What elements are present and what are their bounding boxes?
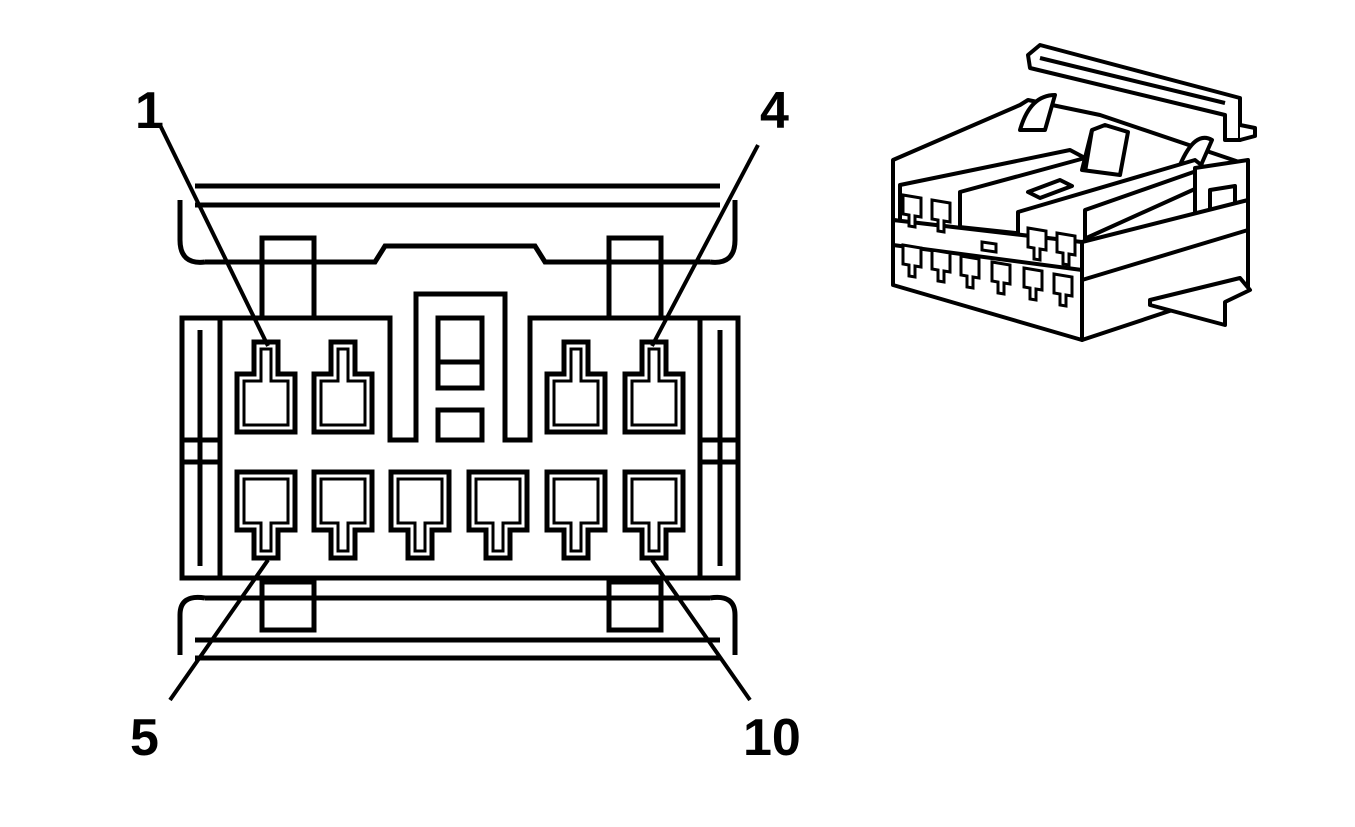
iso-cavity-upper-2	[930, 198, 952, 234]
callout-pin-5: 5	[130, 709, 159, 767]
center-lock-tab	[435, 315, 485, 443]
iso-cavity-lower-5	[901, 243, 923, 279]
side-flange-left	[179, 315, 223, 581]
leader-line-10	[650, 558, 752, 702]
terminal-cavity-upper-1	[234, 339, 298, 435]
iso-cavity-upper-1	[901, 193, 923, 229]
iso-cavity-upper-3	[1026, 226, 1048, 262]
lower-latch-left	[259, 579, 317, 633]
iso-center-slot	[980, 240, 998, 254]
iso-cavity-lower-7	[959, 254, 981, 290]
terminal-cavity-upper-2	[311, 339, 375, 435]
terminal-cavity-lower-9	[544, 469, 608, 561]
connector-housing	[217, 291, 703, 581]
upper-latch-right	[606, 235, 664, 321]
iso-cavity-upper-4	[1055, 231, 1077, 267]
callout-pin-1: 1	[135, 82, 164, 140]
leader-line-4	[650, 144, 760, 347]
isometric-cavities	[901, 193, 1077, 308]
iso-cavity-lower-10	[1052, 272, 1074, 308]
callout-pin-10: 10	[743, 709, 801, 767]
connector-front-view	[158, 124, 760, 702]
callout-pin-4: 4	[760, 82, 789, 140]
side-flange-right	[697, 315, 741, 581]
top-rail	[177, 183, 738, 265]
leader-line-5	[168, 558, 270, 702]
terminal-cavity-upper-4	[622, 339, 686, 435]
upper-cavities	[234, 339, 686, 435]
leader-line-1	[158, 124, 270, 347]
terminal-cavity-lower-5	[234, 469, 298, 561]
terminal-cavity-upper-3	[544, 339, 608, 435]
terminal-cavity-lower-6	[311, 469, 375, 561]
terminal-cavity-lower-8	[466, 469, 530, 561]
upper-latch-left	[259, 235, 317, 321]
iso-cavity-lower-8	[990, 260, 1012, 296]
iso-cavity-lower-9	[1022, 266, 1044, 302]
terminal-cavity-lower-7	[388, 469, 452, 561]
lower-cavities	[234, 469, 686, 561]
terminal-cavity-lower-10	[622, 469, 686, 561]
lower-latch-right	[606, 579, 664, 633]
bottom-rail	[177, 594, 738, 661]
connector-isometric-view	[891, 43, 1257, 342]
iso-cavity-lower-6	[930, 248, 952, 284]
